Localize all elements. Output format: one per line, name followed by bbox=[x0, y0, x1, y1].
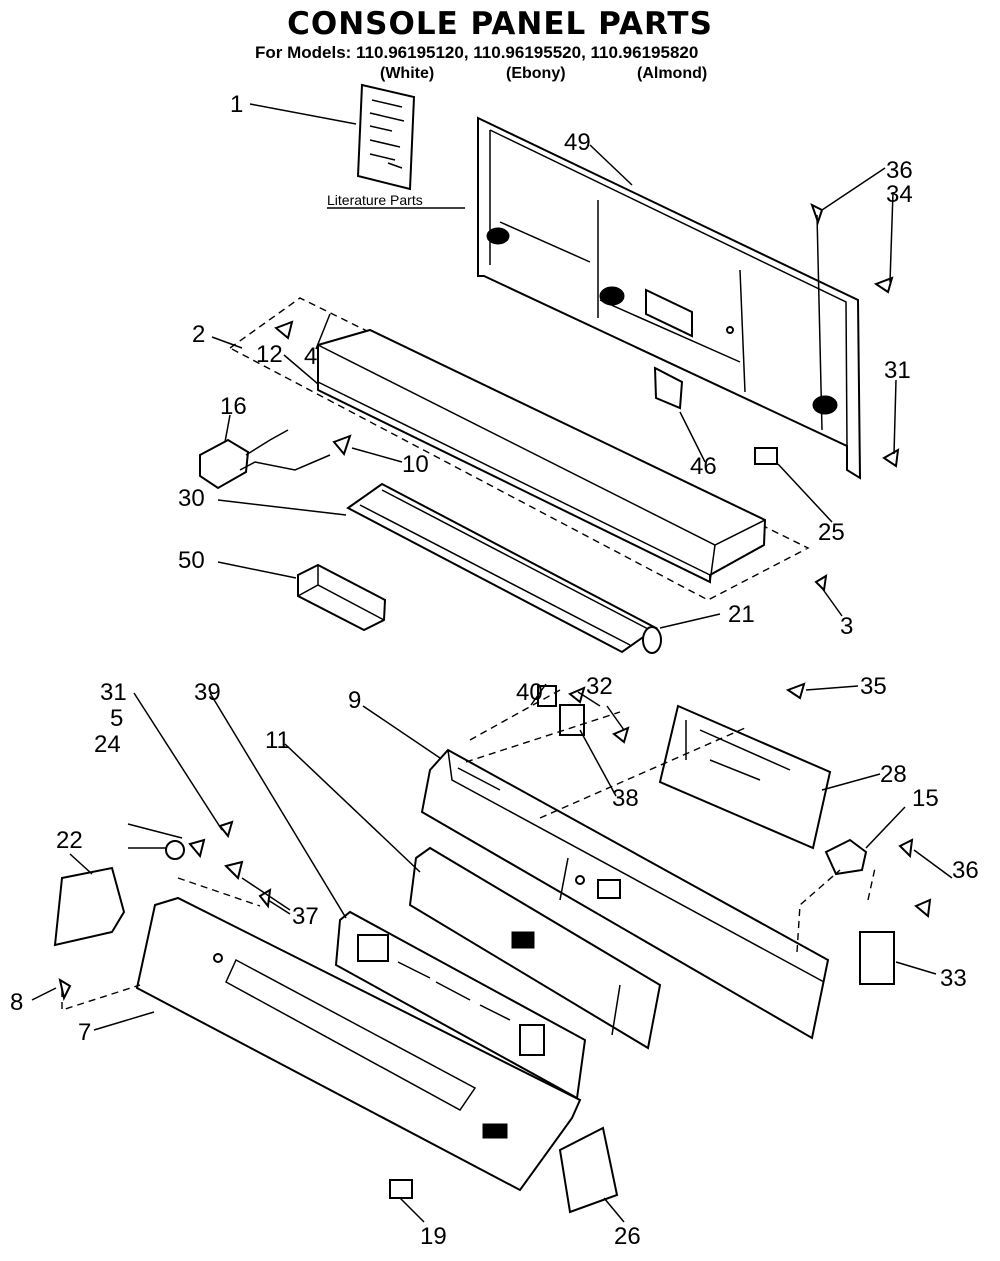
knob-part bbox=[165, 840, 185, 860]
callout-16: 16 bbox=[220, 393, 247, 420]
lamp-assembly bbox=[346, 482, 662, 654]
literature-label: Literature Parts bbox=[327, 192, 423, 208]
callouts: 1 49 36 34 2 4 12 31 16 10 46 25 30 50 2… bbox=[10, 91, 979, 1250]
callout-4: 4 bbox=[304, 343, 317, 370]
thermal-switch bbox=[859, 931, 895, 985]
callout-3: 3 bbox=[840, 613, 853, 640]
callout-10: 10 bbox=[402, 451, 429, 478]
callout-31-top: 31 bbox=[884, 357, 911, 384]
callout-33: 33 bbox=[940, 965, 967, 992]
callout-12: 12 bbox=[256, 341, 283, 368]
callout-36-right: 36 bbox=[952, 857, 979, 884]
callout-37: 37 bbox=[292, 903, 319, 930]
control-panel bbox=[420, 748, 830, 1040]
callout-8: 8 bbox=[10, 989, 23, 1016]
variant-white: (White) bbox=[380, 65, 435, 82]
front-console bbox=[135, 896, 582, 1192]
callout-38: 38 bbox=[612, 785, 639, 812]
callout-7: 7 bbox=[78, 1019, 91, 1046]
assembly-guides bbox=[61, 689, 876, 1011]
callout-49: 49 bbox=[564, 129, 591, 156]
callout-31-left: 31 bbox=[100, 679, 127, 706]
callout-2: 2 bbox=[192, 321, 205, 348]
models-line: For Models: 110.96195120, 110.96195520, … bbox=[255, 43, 699, 62]
callout-39: 39 bbox=[194, 679, 221, 706]
callout-32: 32 bbox=[586, 673, 613, 700]
key-part bbox=[389, 1179, 413, 1199]
callout-1: 1 bbox=[230, 91, 243, 118]
callout-26: 26 bbox=[614, 1223, 641, 1250]
callout-9: 9 bbox=[348, 687, 361, 714]
callout-50: 50 bbox=[178, 547, 205, 574]
callout-24: 24 bbox=[94, 731, 121, 758]
touchpad-overlay bbox=[334, 910, 587, 1100]
page-title: CONSOLE PANEL PARTS bbox=[287, 6, 713, 42]
end-cap-right bbox=[558, 1126, 619, 1214]
callout-40: 40 bbox=[516, 679, 543, 706]
callout-5: 5 bbox=[110, 705, 123, 732]
overlay-panel bbox=[408, 846, 662, 1050]
callout-35: 35 bbox=[860, 673, 887, 700]
callout-28: 28 bbox=[880, 761, 907, 788]
literature-parts bbox=[356, 83, 416, 191]
variant-ebony: (Ebony) bbox=[506, 65, 566, 82]
end-cap-left bbox=[53, 866, 126, 947]
back-panel bbox=[477, 116, 862, 480]
callout-19: 19 bbox=[420, 1223, 447, 1250]
callout-34: 34 bbox=[886, 181, 913, 208]
callout-15: 15 bbox=[912, 785, 939, 812]
callout-22: 22 bbox=[56, 827, 83, 854]
callout-25: 25 bbox=[818, 519, 845, 546]
callout-21: 21 bbox=[728, 601, 755, 628]
switch-part bbox=[653, 366, 684, 410]
callout-46: 46 bbox=[690, 453, 717, 480]
callout-30: 30 bbox=[178, 485, 205, 512]
callout-36-top: 36 bbox=[886, 157, 913, 184]
control-board bbox=[658, 704, 832, 850]
variant-almond: (Almond) bbox=[637, 65, 708, 82]
bracket-part bbox=[297, 563, 387, 632]
leader-lines bbox=[31, 103, 953, 1223]
clip-part bbox=[754, 447, 778, 465]
lamp-socket bbox=[199, 429, 331, 490]
top-cover bbox=[228, 297, 810, 601]
callout-11: 11 bbox=[265, 727, 290, 754]
buzzer-part bbox=[824, 838, 868, 876]
